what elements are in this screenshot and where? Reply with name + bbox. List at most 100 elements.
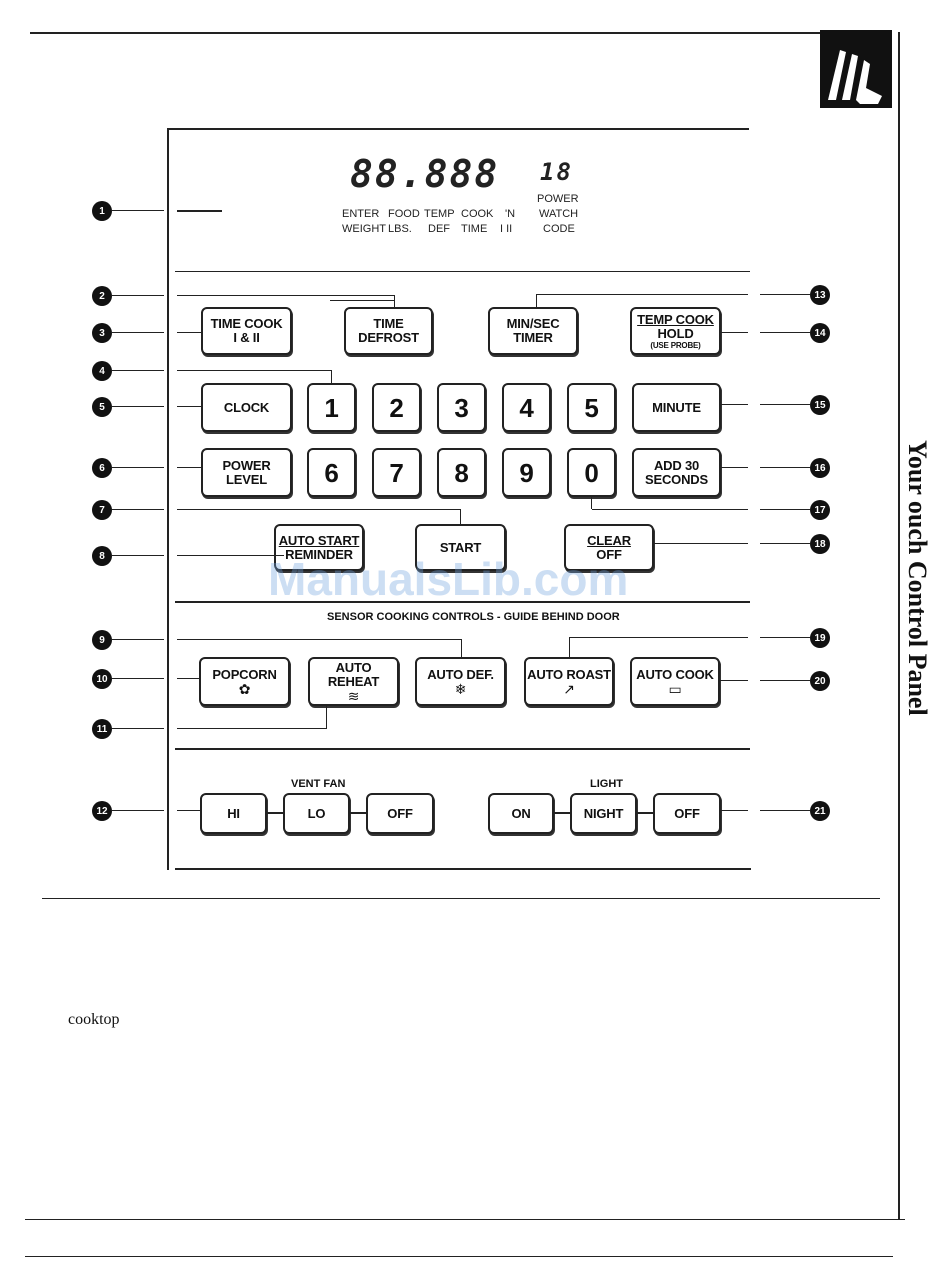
panel-bottom — [175, 868, 751, 870]
label-time: TIME — [461, 223, 488, 235]
time-defrost-label-1: TIME — [373, 316, 404, 331]
label-cook: COOK — [461, 208, 494, 220]
leader-2b — [177, 295, 395, 296]
power-level-button[interactable]: POWER LEVEL — [201, 448, 292, 497]
callout-7: 7 — [92, 500, 112, 520]
leader-12b — [177, 810, 200, 811]
top-rule — [30, 32, 840, 34]
leader-9c — [461, 639, 462, 657]
time-cook-button[interactable]: TIME COOK I & II — [201, 307, 292, 355]
vent-lo-button[interactable]: LO — [283, 793, 350, 834]
leader-9 — [112, 639, 164, 640]
min-sec-label-2: TIMER — [513, 330, 553, 345]
leader-19 — [760, 637, 810, 638]
leader-12 — [112, 810, 164, 811]
light-title: LIGHT — [590, 778, 623, 790]
auto-start-reminder-button[interactable]: AUTO START REMINDER — [274, 524, 364, 571]
vent-connector-2 — [350, 812, 366, 814]
digit-5-button[interactable]: 5 — [567, 383, 616, 432]
leader-7c — [460, 509, 461, 524]
leader-13b — [536, 294, 748, 295]
leader-14b — [721, 332, 748, 333]
leader-13 — [760, 294, 810, 295]
label-power: POWER — [537, 193, 579, 205]
digit-3-button[interactable]: 3 — [437, 383, 486, 432]
temp-cook-label-1: TEMP COOK — [637, 311, 714, 327]
watermark: ManualsLib.com — [268, 553, 629, 605]
right-rule — [898, 32, 900, 1220]
temp-cook-hold-button[interactable]: TEMP COOK HOLD (USE PROBE) — [630, 307, 721, 355]
digit-8-button[interactable]: 8 — [437, 448, 486, 497]
vent-hi-button[interactable]: HI — [200, 793, 267, 834]
auto-reheat-button[interactable]: AUTO REHEAT ≋ — [308, 657, 399, 706]
digit-7-button[interactable]: 7 — [372, 448, 421, 497]
auto-roast-button[interactable]: AUTO ROAST ↗ — [524, 657, 614, 706]
popcorn-label: POPCORN — [212, 666, 277, 682]
auto-def-label: AUTO DEF. — [427, 666, 494, 682]
digit-1-button[interactable]: 1 — [307, 383, 356, 432]
label-def: DEF — [428, 223, 450, 235]
leader-21b — [721, 810, 748, 811]
digit-6-button[interactable]: 6 — [307, 448, 356, 497]
leader-19c — [569, 637, 570, 657]
temp-cook-label-2: HOLD — [657, 325, 694, 341]
panel-top — [167, 128, 749, 130]
vent-fan-title: VENT FAN — [291, 778, 346, 790]
minute-button[interactable]: MINUTE — [632, 383, 721, 432]
leader-6b — [177, 467, 201, 468]
leader-15 — [760, 404, 810, 405]
callout-12: 12 — [92, 801, 112, 821]
min-sec-timer-button[interactable]: MIN/SEC TIMER — [488, 307, 578, 355]
callout-10: 10 — [92, 669, 112, 689]
callout-19: 19 — [810, 628, 830, 648]
hand-pressing-icon — [820, 30, 892, 108]
time-defrost-label-2: DEFROST — [358, 330, 419, 345]
label-lbs: LBS. — [388, 223, 412, 235]
leader-4b — [177, 370, 332, 371]
clock-button[interactable]: CLOCK — [201, 383, 292, 432]
light-off-button[interactable]: OFF — [653, 793, 721, 834]
vent-off-button[interactable]: OFF — [366, 793, 434, 834]
divider-sensor — [175, 601, 750, 603]
meat-thermometer-icon: ↗ — [563, 680, 575, 697]
power-level-label-1: POWER — [222, 457, 271, 473]
display-digits: 88.888 — [350, 152, 500, 196]
leader-16 — [760, 467, 810, 468]
callout-1: 1 — [92, 201, 112, 221]
leader-11c — [326, 706, 327, 728]
auto-reheat-label: AUTO REHEAT — [327, 659, 380, 689]
time-cook-label-2: I & II — [233, 330, 260, 345]
panel-left-border — [167, 128, 169, 870]
light-connector-2 — [637, 812, 653, 814]
leader-7 — [112, 509, 164, 510]
leader-11 — [112, 728, 164, 729]
digit-0-button[interactable]: 0 — [567, 448, 616, 497]
label-enter: ENTER — [342, 208, 380, 220]
auto-cook-button[interactable]: AUTO COOK ▭ — [630, 657, 720, 706]
leader-11b — [177, 728, 327, 729]
callout-18: 18 — [810, 534, 830, 554]
auto-def-button[interactable]: AUTO DEF. ❄ — [415, 657, 506, 706]
callout-14: 14 — [810, 323, 830, 343]
leader-3b — [177, 332, 201, 333]
display-small-digits: 18 — [540, 158, 573, 186]
digit-4-button[interactable]: 4 — [502, 383, 551, 432]
callout-8: 8 — [92, 546, 112, 566]
time-defrost-button[interactable]: TIME DEFROST — [344, 307, 433, 355]
popcorn-button[interactable]: POPCORN ✿ — [199, 657, 290, 706]
leader-17b — [592, 509, 748, 510]
leader-2d — [330, 300, 394, 301]
leader-9b — [177, 639, 462, 640]
leader-10b — [177, 678, 199, 679]
start-button[interactable]: START — [415, 524, 506, 571]
digit-2-button[interactable]: 2 — [372, 383, 421, 432]
light-night-button[interactable]: NIGHT — [570, 793, 637, 834]
auto-start-label-1: AUTO START — [278, 532, 360, 548]
light-on-button[interactable]: ON — [488, 793, 554, 834]
add-30-seconds-button[interactable]: ADD 30 SECONDS — [632, 448, 721, 497]
callout-4: 4 — [92, 361, 112, 381]
callout-13: 13 — [810, 285, 830, 305]
clear-label-2: OFF — [596, 546, 622, 562]
clear-off-button[interactable]: CLEAR OFF — [564, 524, 654, 571]
digit-9-button[interactable]: 9 — [502, 448, 551, 497]
